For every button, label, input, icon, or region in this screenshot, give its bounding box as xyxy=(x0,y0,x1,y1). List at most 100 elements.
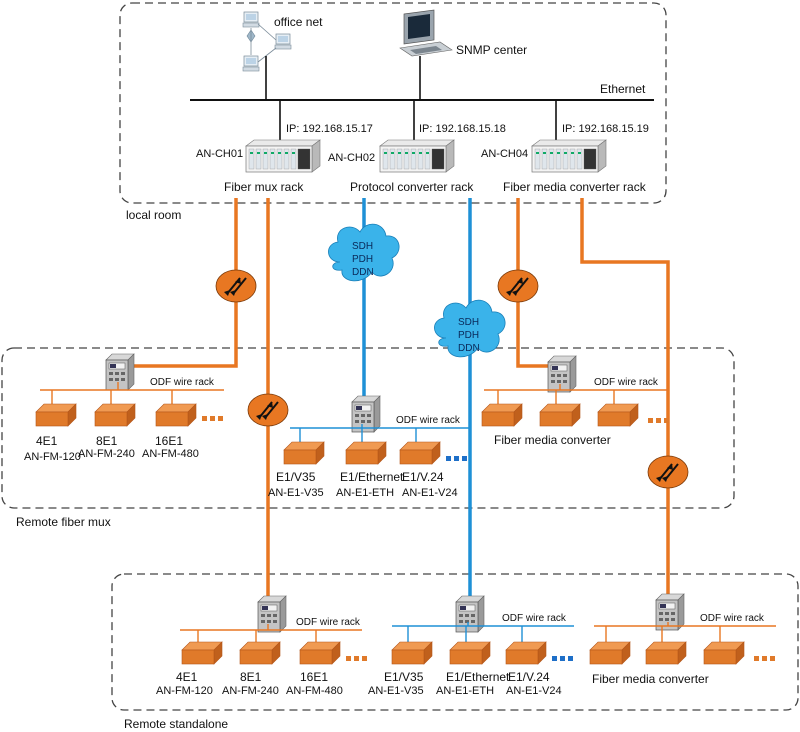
remote-fiber-mux-label: Remote fiber mux xyxy=(16,515,111,529)
sa-fm3-model: AN-FM-480 xyxy=(286,685,343,697)
cloud-icon-2 xyxy=(434,299,506,358)
standalone-mux-chassis-icon xyxy=(257,595,287,633)
rack1-ip: IP: 192.168.15.17 xyxy=(286,123,373,135)
standalone-fmc-odf-label: ODF wire rack xyxy=(700,613,765,624)
remote-pc-chassis-icon xyxy=(351,395,381,433)
fiber-line-3 xyxy=(516,198,552,368)
snmp-center-label: SNMP center xyxy=(456,43,527,57)
fiber-line-4 xyxy=(580,198,670,598)
sa-fmc-device-icon-1 xyxy=(589,641,631,665)
cloud2-line3: DDN xyxy=(458,343,480,354)
fm-device-icon-3 xyxy=(155,403,197,427)
fm3-model: AN-FM-480 xyxy=(142,448,199,460)
fiber-transceiver-icon-3 xyxy=(497,269,539,303)
sa-pc2-name: E1/Ethernet xyxy=(446,670,510,684)
sa-fm1-model: AN-FM-120 xyxy=(156,685,213,697)
more-icon xyxy=(552,656,573,661)
remote-fmc-label: Fiber media converter xyxy=(494,433,611,447)
sa-fm-device-icon-3 xyxy=(299,641,341,665)
rack3-name: Fiber media converter rack xyxy=(503,180,647,194)
remote-mux-chassis-icon xyxy=(105,353,135,391)
pc1-model: AN-E1-V35 xyxy=(268,487,324,499)
standalone-fmc-label: Fiber media converter xyxy=(592,672,709,686)
remote-fmc-chassis-icon xyxy=(547,355,577,393)
cloud2-line2: PDH xyxy=(458,330,479,341)
pc2-name: E1/Ethernet xyxy=(340,470,404,484)
fiber-transceiver-icon-4 xyxy=(647,455,689,489)
cloud1-line2: PDH xyxy=(352,254,373,265)
sa-pc1-name: E1/V35 xyxy=(384,670,424,684)
rack2-ip: IP: 192.168.15.18 xyxy=(419,123,506,135)
standalone-mux-odf-label: ODF wire rack xyxy=(296,617,361,628)
pc3-model: AN-E1-V24 xyxy=(402,487,458,499)
local-room-label: local room xyxy=(126,208,181,222)
fmc-device-icon-1 xyxy=(481,403,523,427)
fm2-name: 8E1 xyxy=(96,434,118,448)
snmp-computer-icon xyxy=(399,9,453,57)
rack1-name: Fiber mux rack xyxy=(224,180,304,194)
rack2-model: AN-CH02 xyxy=(328,152,375,164)
fm3-name: 16E1 xyxy=(155,434,183,448)
standalone-pc-odf-label: ODF wire rack xyxy=(502,613,567,624)
fm1-model: AN-FM-120 xyxy=(24,451,81,463)
cloud1-line1: SDH xyxy=(352,241,373,252)
sa-pc2-model: AN-E1-ETH xyxy=(436,685,494,697)
remote-standalone-box xyxy=(111,573,799,711)
pc-device-icon-1 xyxy=(283,441,325,465)
fmc-device-icon-3 xyxy=(597,403,639,427)
remote-mux-odf-label: ODF wire rack xyxy=(150,377,215,388)
pc3-name: E1/V.24 xyxy=(402,470,444,484)
cloud-icon-1 xyxy=(328,223,400,282)
pc-device-icon-2 xyxy=(345,441,387,465)
fiber-transceiver-icon-1 xyxy=(215,269,257,303)
pc-device-icon-3 xyxy=(399,441,441,465)
local-room-box xyxy=(119,2,667,204)
rack1-model: AN-CH01 xyxy=(196,148,243,160)
standalone-fmc-chassis-icon xyxy=(655,593,685,631)
more-icon xyxy=(202,416,223,421)
sa-fm-device-icon-2 xyxy=(239,641,281,665)
rack3-model: AN-CH04 xyxy=(481,148,528,160)
rack2-name: Protocol converter rack xyxy=(350,180,474,194)
sa-fm1-name: 4E1 xyxy=(176,670,198,684)
office-net-label: office net xyxy=(274,15,323,29)
fm1-name: 4E1 xyxy=(36,434,58,448)
rack3-ip: IP: 192.168.15.19 xyxy=(562,123,649,135)
more-icon xyxy=(648,418,669,423)
sa-pc3-model: AN-E1-V24 xyxy=(506,685,562,697)
pc2-model: AN-E1-ETH xyxy=(336,487,394,499)
fm-device-icon-1 xyxy=(35,403,77,427)
sa-fm-device-icon-1 xyxy=(181,641,223,665)
sa-fm2-model: AN-FM-240 xyxy=(222,685,279,697)
remote-pc-odf-label: ODF wire rack xyxy=(396,415,461,426)
ethernet-label: Ethernet xyxy=(600,82,646,96)
sa-pc-device-icon-2 xyxy=(449,641,491,665)
sa-pc3-name: E1/V.24 xyxy=(508,670,550,684)
fm-device-icon-2 xyxy=(94,403,136,427)
sa-fmc-device-icon-2 xyxy=(645,641,687,665)
remote-standalone-label: Remote standalone xyxy=(124,717,228,731)
cloud2-line1: SDH xyxy=(458,317,479,328)
sa-pc-device-icon-3 xyxy=(505,641,547,665)
fm2-model: AN-FM-240 xyxy=(78,448,135,460)
sa-pc-device-icon-1 xyxy=(391,641,433,665)
sa-fm2-name: 8E1 xyxy=(240,670,262,684)
fiber-line-1 xyxy=(124,198,238,368)
sa-fm3-name: 16E1 xyxy=(300,670,328,684)
office-net-icon xyxy=(242,11,292,72)
sa-fmc-device-icon-3 xyxy=(703,641,745,665)
remote-fiber-mux-box xyxy=(1,347,735,509)
fiber-mux-rack-icon xyxy=(245,139,321,173)
more-icon xyxy=(754,656,775,661)
fiber-media-converter-rack-icon xyxy=(531,139,607,173)
fmc-device-icon-2 xyxy=(539,403,581,427)
remote-fmc-odf-label: ODF wire rack xyxy=(594,377,659,388)
cloud1-line3: DDN xyxy=(352,267,374,278)
fiber-transceiver-icon-2 xyxy=(247,393,289,427)
protocol-converter-rack-icon xyxy=(379,139,455,173)
more-icon xyxy=(446,456,467,461)
sa-pc1-model: AN-E1-V35 xyxy=(368,685,424,697)
pc1-name: E1/V35 xyxy=(276,470,316,484)
more-icon xyxy=(346,656,367,661)
